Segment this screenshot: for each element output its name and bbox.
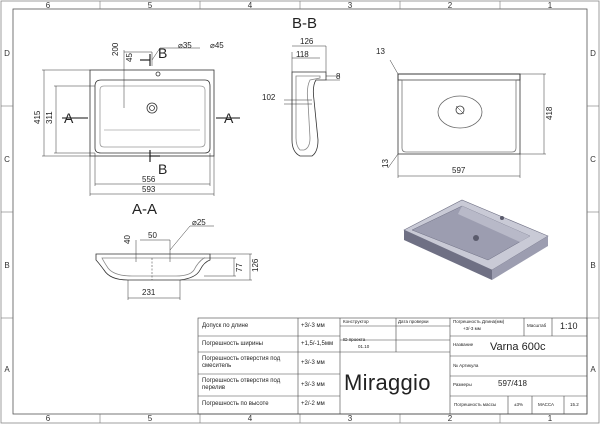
tb-name-label: Название xyxy=(453,342,474,347)
dim-13-top: 13 xyxy=(376,47,385,56)
tb-article-label: № Артикула xyxy=(453,363,479,368)
tb-scale-label: Масштаб xyxy=(527,323,547,328)
col-label-bottom: 5 xyxy=(148,414,153,423)
tb-tol-value: +3/-3 мм xyxy=(463,326,481,331)
title-block-grid xyxy=(197,317,588,415)
section-mark-b-top: B xyxy=(158,45,168,61)
dim-556: 556 xyxy=(142,175,156,184)
row-label-left: A xyxy=(4,365,10,374)
col-label-bottom: 1 xyxy=(548,414,553,423)
section-mark-a-left: A xyxy=(64,110,74,126)
tap-hole xyxy=(155,71,161,77)
dim-593: 593 xyxy=(142,185,156,194)
tb-name-value: Varna 600c xyxy=(490,341,546,353)
dim-40-aa: 40 xyxy=(123,235,132,244)
row-label-right: B xyxy=(590,261,595,270)
section-aa-title: A-A xyxy=(132,201,158,218)
dim-d25-aa: ⌀25 xyxy=(192,218,206,227)
dim-418: 418 xyxy=(545,106,554,120)
tb-row-label: Допуск по длине xyxy=(202,323,249,329)
tb-row-value: +1,5/-1,5мм xyxy=(301,341,334,347)
section-bb-title: B-B xyxy=(292,15,318,32)
dim-118-bb: 118 xyxy=(296,50,309,59)
dim-77-aa: 77 xyxy=(235,263,244,272)
tb-row-value: +3/-3 мм xyxy=(301,382,325,388)
dim-50-aa: 50 xyxy=(148,231,157,240)
top-view xyxy=(42,47,215,196)
dim-126-aa: 126 xyxy=(251,258,260,272)
col-label-bottom: 3 xyxy=(348,414,353,423)
basin-3d-drain xyxy=(473,235,479,241)
row-label-left: D xyxy=(4,49,10,58)
tb-size-value: 597/418 xyxy=(498,379,527,388)
col-label-top: 2 xyxy=(448,1,453,10)
tb-row-label: Погрешность отверстия под смеситель xyxy=(202,356,281,369)
tb-id-label: ID проекта xyxy=(343,337,366,342)
tb-mass-tol-value: ±3% xyxy=(514,402,523,407)
section-bb-view xyxy=(284,45,340,157)
basin-bowl-ellipse xyxy=(437,95,483,129)
tb-row-label: Погрешность по высоте xyxy=(202,401,269,407)
dim-d35: ⌀35 xyxy=(178,41,192,50)
tb-id-value: 01.10 xyxy=(358,344,370,349)
row-label-right: A xyxy=(590,365,596,374)
basin-3d-view xyxy=(403,199,549,280)
col-label-bottom: 2 xyxy=(448,414,453,423)
col-label-top: 1 xyxy=(548,1,553,10)
tb-mass-label: МАССА xyxy=(538,402,555,407)
section-mark-a-right: A xyxy=(224,110,234,126)
dim-d45: ⌀45 xyxy=(210,41,224,50)
col-label-top: 6 xyxy=(46,1,51,10)
tb-mass-tol-label: Погрешность массы xyxy=(454,402,497,407)
tb-scale-value: 1:10 xyxy=(560,321,578,331)
drain-hole xyxy=(146,102,158,114)
dim-597: 597 xyxy=(452,166,466,175)
basin-3d-tap-hole xyxy=(500,216,504,220)
section-mark-b-bottom: B xyxy=(158,161,168,177)
tb-tol-label: Погрешность Длина(мм) xyxy=(453,319,505,324)
dim-13-bottom: 13 xyxy=(381,159,390,168)
tb-row-value: +3/-3 мм xyxy=(301,323,325,329)
tb-constructor-label: Конструктор xyxy=(343,319,369,324)
col-label-top: 4 xyxy=(248,1,253,10)
dim-102-bb: 102 xyxy=(262,93,276,102)
tb-row-value: +2/-2 мм xyxy=(301,401,325,407)
tb-row-label: Погрешность отверстия под перелив xyxy=(202,378,281,391)
dim-231-aa: 231 xyxy=(142,288,156,297)
row-label-left: C xyxy=(4,155,10,164)
section-aa-view xyxy=(95,225,252,300)
dim-45: 45 xyxy=(125,53,134,62)
tb-size-label: Размеры xyxy=(453,382,472,387)
col-label-top: 5 xyxy=(148,1,153,10)
dim-8-bb: 8 xyxy=(336,72,341,81)
dim-415: 415 xyxy=(33,110,42,124)
dim-200: 200 xyxy=(111,42,120,56)
tb-mass-value: 15.2 xyxy=(570,402,579,407)
brand-logo-text: Miraggio xyxy=(344,370,431,395)
row-label-right: D xyxy=(590,49,596,58)
row-label-right: C xyxy=(590,155,596,164)
row-label-left: B xyxy=(4,261,9,270)
front-view xyxy=(387,59,546,178)
col-label-bottom: 4 xyxy=(248,414,253,423)
col-label-bottom: 6 xyxy=(46,414,51,423)
dim-126-bb: 126 xyxy=(300,37,314,46)
tb-row-label: Погрешность ширины xyxy=(202,341,263,347)
col-label-top: 3 xyxy=(348,1,353,10)
tb-check-label: Дата проверки xyxy=(398,319,429,324)
tb-row-value: +3/-3 мм xyxy=(301,360,325,366)
dim-311: 311 xyxy=(45,111,54,124)
